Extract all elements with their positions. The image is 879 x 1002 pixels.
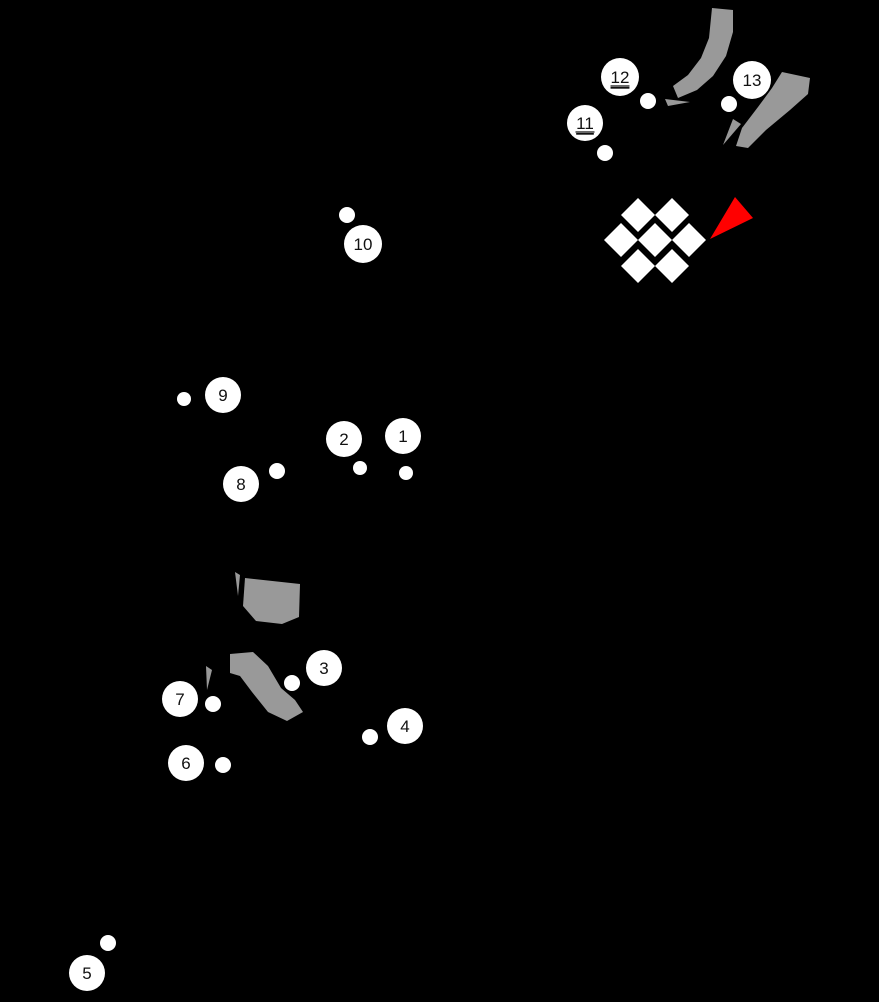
race-direction-arrow [710,197,753,239]
corner-marker-label: 3 [319,659,328,678]
corner-marker-13[interactable]: 13 [733,61,771,99]
corner-marker-circle [223,466,259,502]
checkered-flag-diamond [672,223,706,257]
apex-dot [205,696,221,712]
corner-marker-circle [733,61,771,99]
corner-marker-6[interactable]: 6 [168,745,204,781]
apex-dots-layer [100,93,737,951]
corner-marker-circle [387,708,423,744]
corner-marker-9[interactable]: 9 [205,377,241,413]
apex-dot [215,757,231,773]
corner-marker-circle [326,421,362,457]
corner-marker-label: 8 [236,475,245,494]
apex-dot [640,93,656,109]
corner-marker-7[interactable]: 7 [162,681,198,717]
checkered-flag-diamond [655,249,689,283]
corner-marker-label: 13 [743,71,762,90]
corner-marker-3[interactable]: 3 [306,650,342,686]
corner-marker-circle [344,225,382,263]
apex-dot [269,463,285,479]
runoff-areas-layer [206,8,810,721]
apex-dot [339,207,355,223]
corner-marker-label: 2 [339,430,348,449]
runoff-sliver-center [665,99,690,106]
direction-arrow-layer [710,197,753,239]
corner-marker-label: 10 [354,235,373,254]
corner-marker-label: 6 [181,754,190,773]
apex-dot [284,675,300,691]
corner-marker-label: 12 [611,68,630,87]
checkered-flag-layer [604,198,706,283]
corner-marker-circle [69,955,105,991]
corner-marker-circle [205,377,241,413]
corner-marker-label: 11 [576,114,594,133]
corner-marker-5[interactable]: 5 [69,955,105,991]
runoff-turn-7-tick [206,666,212,690]
corner-marker-8[interactable]: 8 [223,466,259,502]
corner-marker-10[interactable]: 10 [344,225,382,263]
corner-marker-circle [162,681,198,717]
apex-dot [597,145,613,161]
apex-dot [399,466,413,480]
corner-marker-2[interactable]: 2 [326,421,362,457]
corner-marker-label: 4 [400,717,409,736]
apex-dot [100,935,116,951]
runoff-turn-8-tick [235,572,240,596]
corner-marker-12[interactable]: 12 [601,58,639,96]
corner-marker-11[interactable]: 11 [567,105,603,141]
runoff-turn-8-9-bowl [243,578,300,624]
corner-marker-circle [168,745,204,781]
corner-marker-4[interactable]: 4 [387,708,423,744]
corner-marker-circle [306,650,342,686]
checkered-flag-diamond [621,249,655,283]
corner-marker-label: 1 [398,427,407,446]
runoff-esses-s-band [230,652,303,721]
apex-dot [177,392,191,406]
apex-dot [362,729,378,745]
apex-dot [721,96,737,112]
runoff-turn-12-upper [673,8,733,98]
corner-marker-circle [385,418,421,454]
corner-marker-1[interactable]: 1 [385,418,421,454]
runoff-turn-13-right [736,72,810,148]
checkered-flag-diamond [655,198,689,232]
checkered-flag-diamond [621,198,655,232]
checkered-flag-diamond [604,223,638,257]
corner-marker-label: 7 [175,690,184,709]
corner-marker-label: 9 [218,386,227,405]
checkered-flag-diamond [638,223,672,257]
apex-dot [353,461,367,475]
corner-marker-label: 5 [82,964,91,983]
runoff-sliver-lower [723,119,741,145]
